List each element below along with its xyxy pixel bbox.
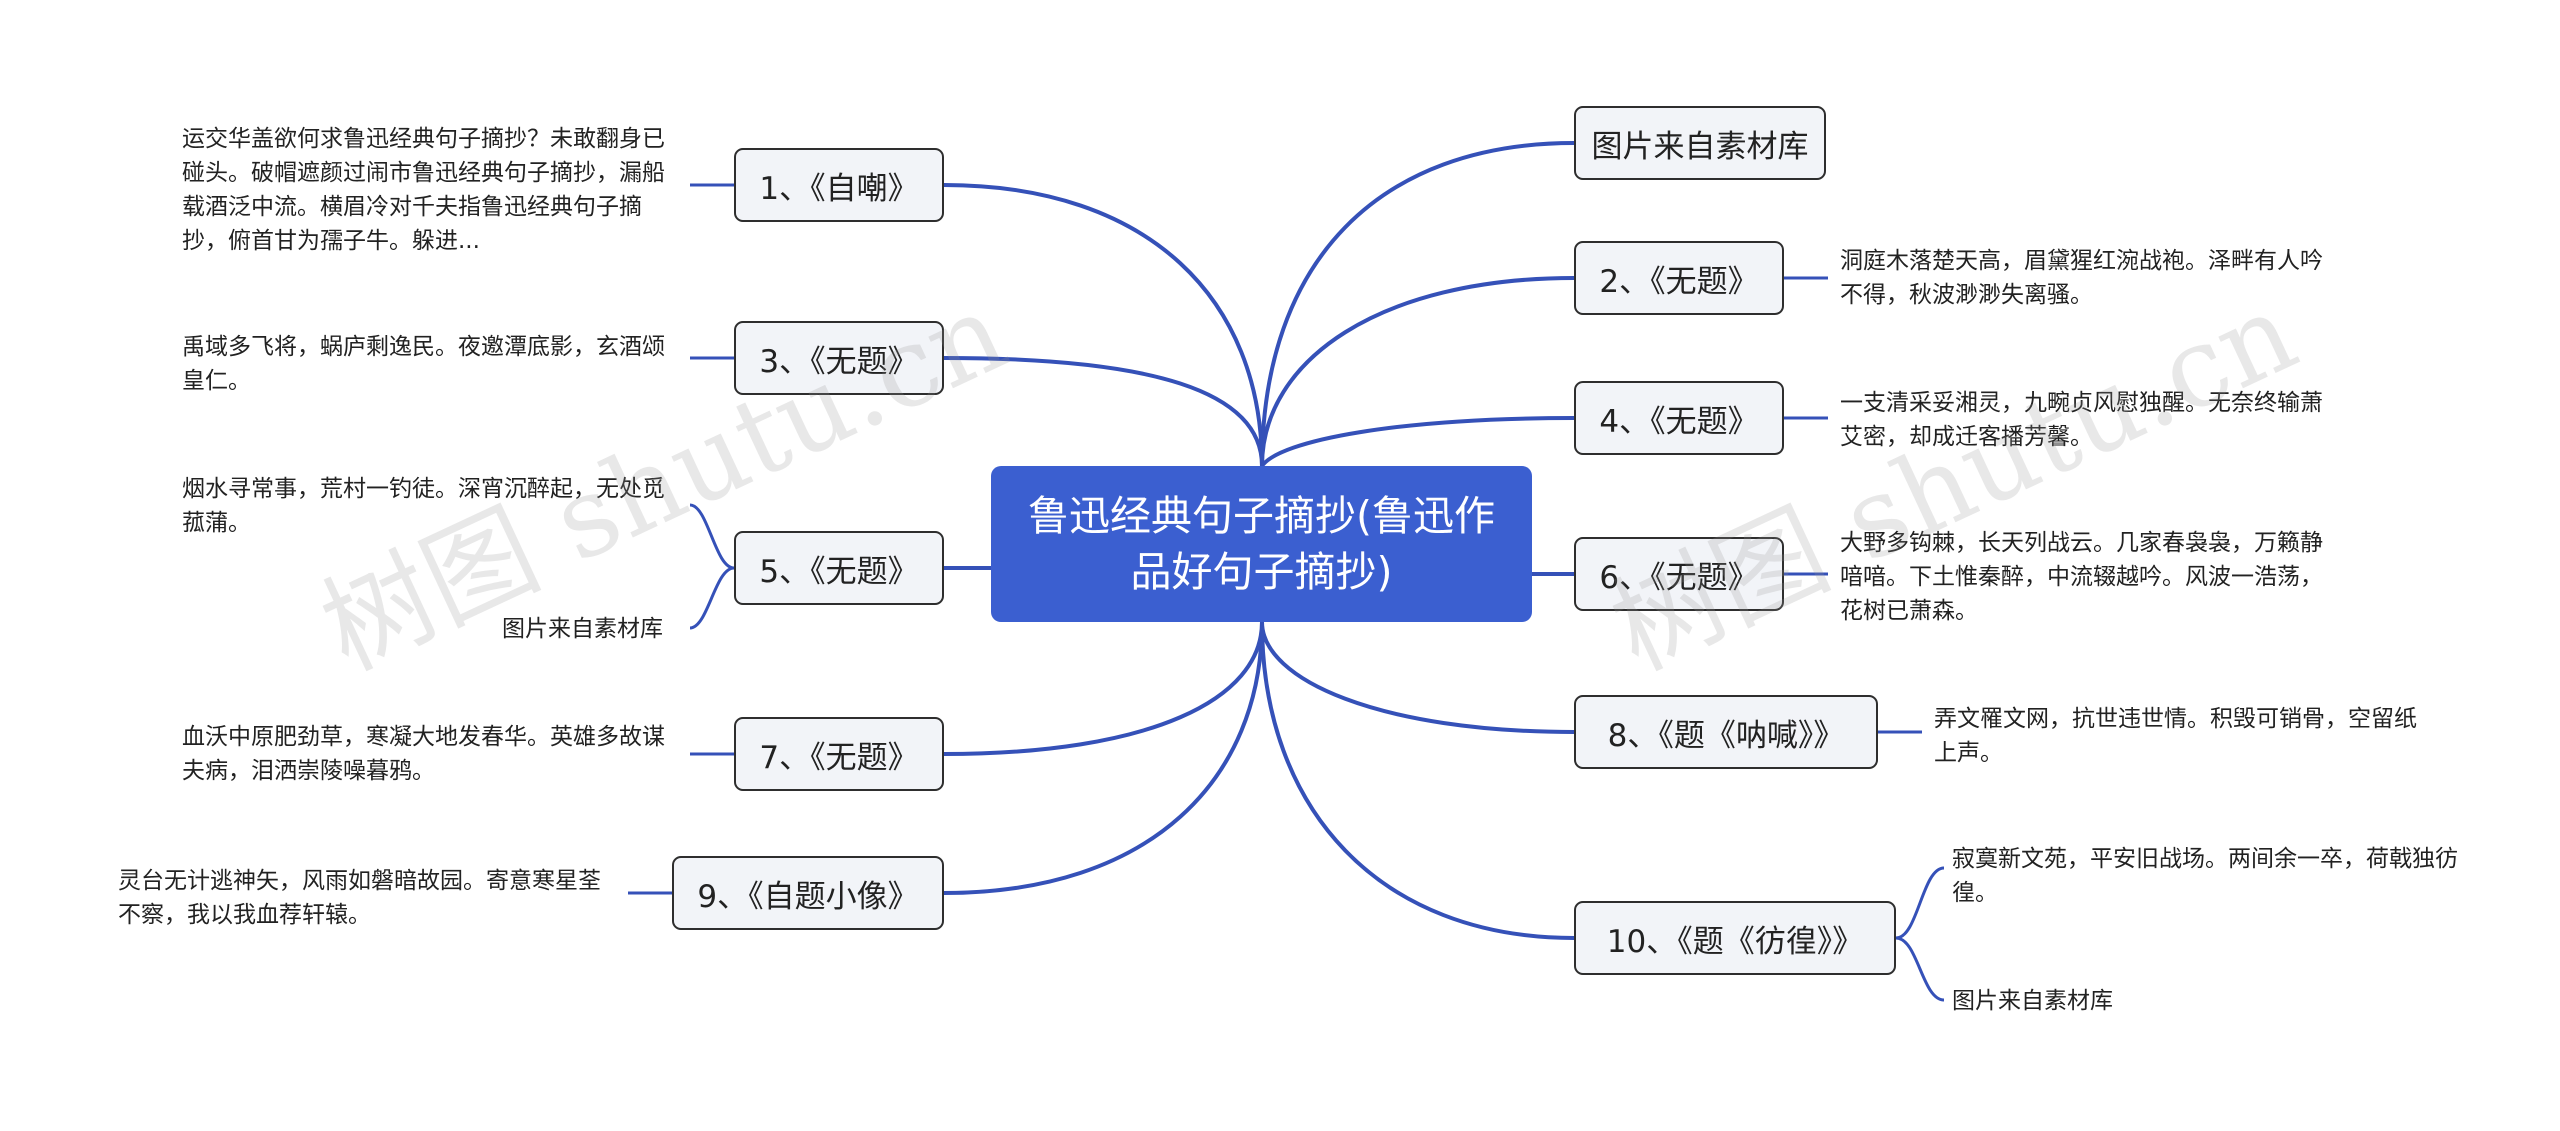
connector-root-t1 [942,183,1264,468]
connector-root-t8 [1260,620,1576,734]
leaf-10-text: 寂寞新文苑，平安旧战场。两间余一卒，荷戟独彷徨。 [1952,846,2458,906]
connector-t5-leaf2 [689,566,735,630]
connector-root-tpic [1260,141,1576,468]
connector-root-t2 [1260,276,1576,468]
connector-root-t9 [942,620,1264,895]
connector-t10-leaf1 [1895,866,1945,940]
topic-4-wuti[interactable]: 4、《无题》 [1574,381,1784,455]
topic-9-zitixiaoxiang[interactable]: 9、《自题小像》 [672,856,944,930]
topic-image-source[interactable]: 图片来自素材库 [1574,106,1826,180]
leaf-7-text: 血沃中原肥劲草，寒凝大地发春华。英雄多故谋夫病，泪洒崇陵噪暮鸦。 [182,724,665,784]
topic-8-nahan[interactable]: 8、《题《呐喊》》 [1574,695,1878,769]
connector-root-t7 [942,620,1264,756]
topic-7-wuti[interactable]: 7、《无题》 [734,717,944,791]
leaf-10-image-source: 图片来自素材库 [1952,988,2113,1014]
connector-t10-leaf2 [1895,936,1945,1002]
connector-root-t10 [1260,620,1576,940]
leaf-9-text: 灵台无计逃神矢，风雨如磐暗故园。寄意寒星荃不察，我以我血荐轩辕。 [118,868,601,928]
root-topic[interactable]: 鲁迅经典句子摘抄(鲁迅作品好句子摘抄) [991,466,1532,622]
topic-1-zichao[interactable]: 1、《自嘲》 [734,148,944,222]
leaf-2-text: 洞庭木落楚天高，眉黛猩红涴战袍。泽畔有人吟不得，秋波渺渺失离骚。 [1840,248,2323,308]
topic-5-wuti[interactable]: 5、《无题》 [734,531,944,605]
connector-root-t4 [1260,416,1576,468]
leaf-1-text: 运交华盖欲何求鲁迅经典句子摘抄？未敢翻身已碰头。破帽遮颜过闹市鲁迅经典句子摘抄，… [182,126,665,254]
connector-root-t3 [942,356,1264,468]
topic-6-wuti[interactable]: 6、《无题》 [1574,537,1784,611]
topic-3-wuti[interactable]: 3、《无题》 [734,321,944,395]
leaf-3-text: 禹域多飞将，蜗庐剩逸民。夜邀潭底影，玄酒颂皇仁。 [182,334,665,394]
topic-10-panghuang[interactable]: 10、《题《彷徨》》 [1574,901,1896,975]
leaf-5-image-source: 图片来自素材库 [502,616,663,642]
leaf-4-text: 一支清采妥湘灵，九畹贞风慰独醒。无奈终输萧艾密，却成迁客播芳馨。 [1840,390,2323,450]
leaf-8-text: 弄文罹文网，抗世违世情。积毁可销骨，空留纸上声。 [1934,706,2417,766]
leaf-6-text: 大野多钩棘，长天列战云。几家春袅袅，万籁静喑喑。下土惟秦醉，中流辍越吟。风波一浩… [1840,530,2323,624]
topic-2-wuti[interactable]: 2、《无题》 [1574,241,1784,315]
connector-t5-leaf1 [689,503,735,570]
leaf-5-text: 烟水寻常事，荒村一钓徒。深宵沉醉起，无处觅菰蒲。 [182,476,665,536]
